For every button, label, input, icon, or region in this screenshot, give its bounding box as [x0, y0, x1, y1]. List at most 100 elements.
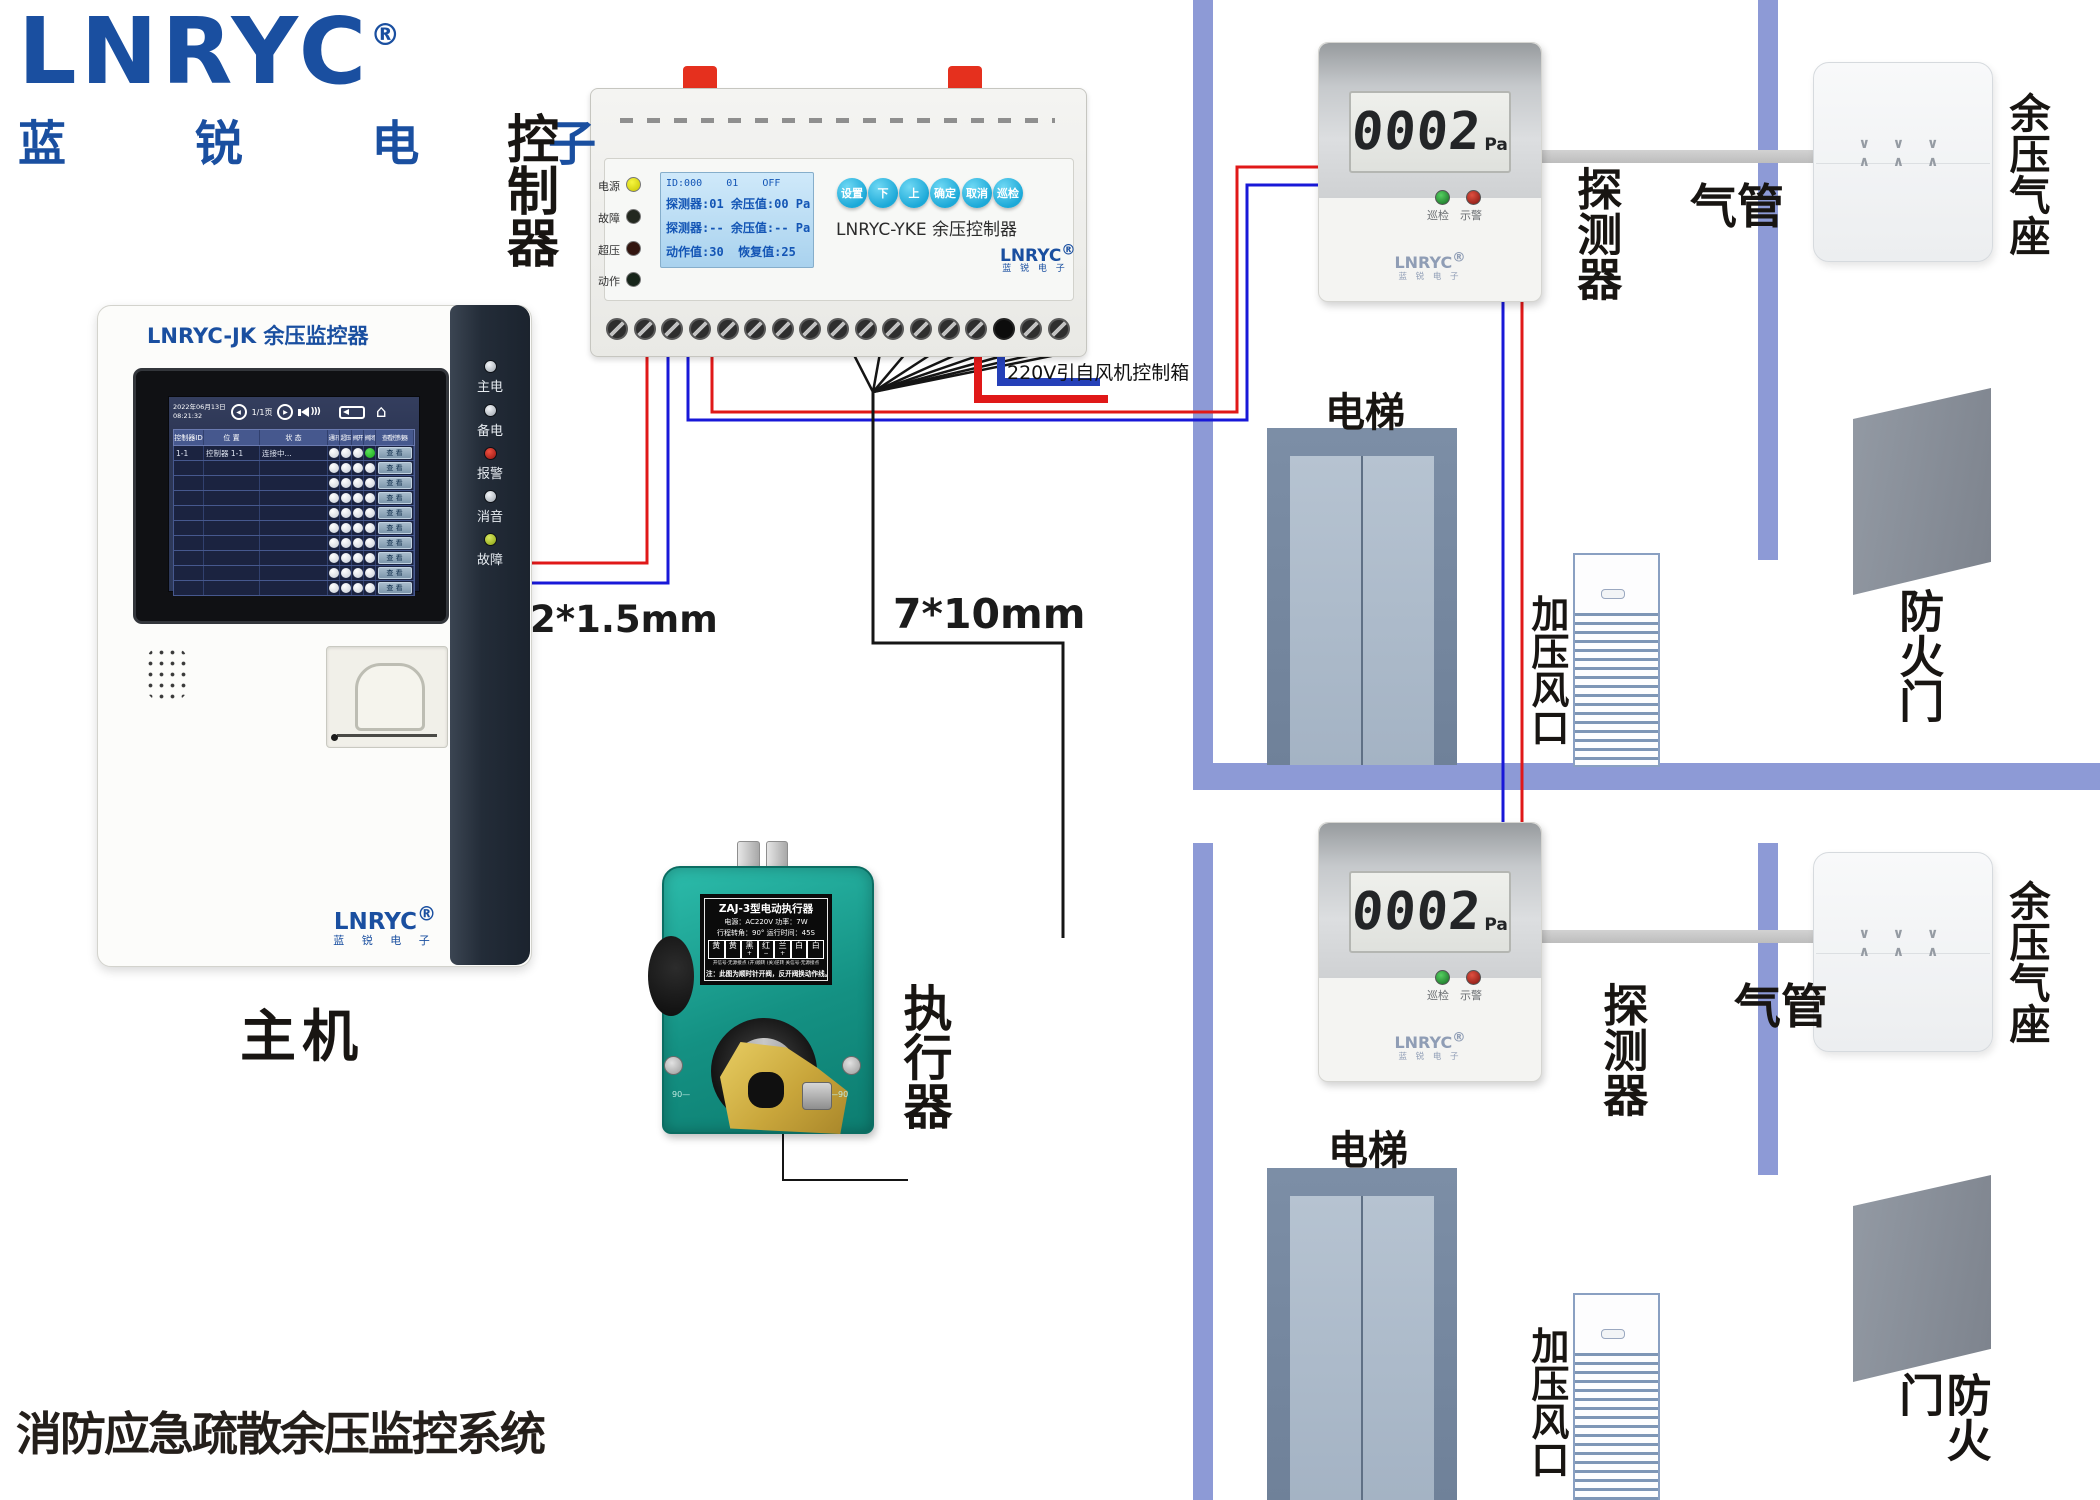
- actuator-nameplate: ZAJ-3型电动执行器 电源：AC220V 功率：7W 行程转角：90° 运行时…: [700, 894, 832, 985]
- detector-label-floor1: 探测器: [1569, 166, 1623, 301]
- status-indicator: [340, 493, 351, 503]
- brand-logo-chinese: 蓝 锐 电 子: [18, 116, 653, 172]
- registered-mark-icon: ®: [1452, 1031, 1466, 1046]
- table-cell: [328, 536, 340, 550]
- table-cell: [174, 536, 204, 550]
- view-controller-button[interactable]: 查 看: [377, 582, 412, 594]
- table-cell: [364, 536, 376, 550]
- vent-handle: [1601, 1329, 1625, 1339]
- status-indicator: [340, 538, 351, 548]
- air-pipe-floor2: [1540, 930, 1816, 943]
- vent-handle: [1601, 589, 1625, 599]
- fault-led: [484, 533, 497, 546]
- seat-vent-chevrons-up: ∧ ∧ ∧: [1858, 154, 1948, 170]
- vent-slats: [1575, 613, 1658, 765]
- status-indicator: [364, 508, 375, 518]
- status-indicator: [364, 493, 375, 503]
- controller-callout: 控制器: [497, 112, 558, 268]
- host-brand-logo: LNRYC® 蓝 锐 电 子: [333, 902, 437, 947]
- status-indicator: [340, 568, 351, 578]
- status-indicator: [328, 493, 339, 503]
- registered-mark-icon: ®: [370, 18, 405, 53]
- page-next-button[interactable]: [277, 404, 294, 420]
- terminal-screw: [688, 318, 711, 340]
- terminal-screw: [633, 318, 656, 340]
- view-controller-button[interactable]: 查 看: [377, 477, 412, 489]
- din-clip-icon: [948, 66, 982, 90]
- backup-power-led-label: 备电: [476, 424, 503, 439]
- status-indicator: [340, 553, 351, 563]
- table-cell: [340, 521, 352, 535]
- status-indicator: [340, 448, 351, 458]
- fire-door-floor2: [1853, 1175, 1991, 1382]
- pressure-vent-floor2: [1573, 1293, 1660, 1500]
- fault-led: [626, 209, 641, 224]
- table-cell: [340, 461, 352, 475]
- table-cell: 查 看: [376, 506, 414, 520]
- table-cell: [364, 551, 376, 565]
- table-cell: 查 看: [376, 476, 414, 490]
- cancel-button[interactable]: 取消: [962, 178, 992, 208]
- elevator-door-right: [1363, 1196, 1434, 1500]
- pressure-vent-floor1: [1573, 553, 1660, 767]
- actuator-clamp-bolt: [802, 1082, 832, 1110]
- up-button[interactable]: 上: [899, 178, 929, 208]
- air-pipe-floor1: [1540, 150, 1816, 163]
- return-icon[interactable]: [338, 405, 365, 419]
- registered-mark-icon: ®: [416, 902, 437, 925]
- table-cell: [260, 521, 328, 535]
- wall-vertical-floor2: [1193, 843, 1213, 1500]
- table-cell: [340, 491, 352, 505]
- fire-door-floor1: [1853, 388, 1991, 595]
- home-icon[interactable]: ⌂: [375, 401, 387, 422]
- table-cell: [260, 551, 328, 565]
- mute-led-label: 消音: [476, 510, 503, 525]
- actuator-screw-icon: [842, 1056, 861, 1075]
- seat-split-line: [1816, 953, 1990, 954]
- table-cell: [352, 536, 364, 550]
- view-controller-button[interactable]: 查 看: [377, 507, 412, 519]
- warning-led-label: 示警: [1460, 209, 1482, 222]
- pressure-reading: 0002: [1349, 882, 1484, 942]
- table-cell: [340, 476, 352, 490]
- controller-led-label: 电源: [598, 180, 620, 193]
- patrol-led: [1435, 970, 1450, 985]
- table-cell: [352, 446, 364, 460]
- vent-slats: [1575, 1353, 1658, 1500]
- speaker-icon[interactable]: [298, 407, 319, 417]
- view-controller-button[interactable]: 查 看: [377, 447, 412, 459]
- table-cell: [260, 536, 328, 550]
- status-indicator: [364, 583, 375, 593]
- view-controller-button[interactable]: 查 看: [377, 492, 412, 504]
- table-cell: [174, 506, 204, 520]
- actuator-wire-cell: 红−: [757, 940, 775, 959]
- air-pipe-label-floor1: 气管: [1690, 180, 1784, 235]
- view-controller-button[interactable]: 查 看: [377, 522, 412, 534]
- page-prev-button[interactable]: [230, 404, 247, 420]
- table-cell: [328, 551, 340, 565]
- controller-model-text: LNRYC-YKE 余压控制器: [836, 220, 1018, 240]
- table-cell: 查 看: [376, 551, 414, 565]
- view-controller-button[interactable]: 查 看: [377, 462, 412, 474]
- set-button[interactable]: 设置: [837, 178, 867, 208]
- table-cell: [340, 581, 352, 595]
- view-controller-button[interactable]: 查 看: [377, 552, 412, 564]
- status-indicator: [352, 568, 363, 578]
- down-button[interactable]: 下: [868, 178, 898, 208]
- printer-door[interactable]: [355, 663, 425, 731]
- table-cell: [204, 476, 260, 490]
- status-indicator: [364, 553, 375, 563]
- view-controller-button[interactable]: 查 看: [377, 537, 412, 549]
- host-callout: 主机: [240, 1005, 364, 1070]
- view-controller-button[interactable]: 查 看: [377, 567, 412, 579]
- patrol-button[interactable]: 巡检: [993, 178, 1023, 208]
- table-cell: [260, 476, 328, 490]
- table-cell: [364, 581, 376, 595]
- confirm-button[interactable]: 确定: [930, 178, 960, 208]
- controller-lcd: ID:000 01 OFF 探测器:01 余压值:00 Pa 探测器:-- 余压…: [660, 172, 814, 268]
- actuator-knob[interactable]: [648, 936, 694, 1016]
- power-source-label: 220V引自风机控制箱: [1007, 362, 1190, 384]
- actuator-wire-cell: 黄: [724, 940, 742, 959]
